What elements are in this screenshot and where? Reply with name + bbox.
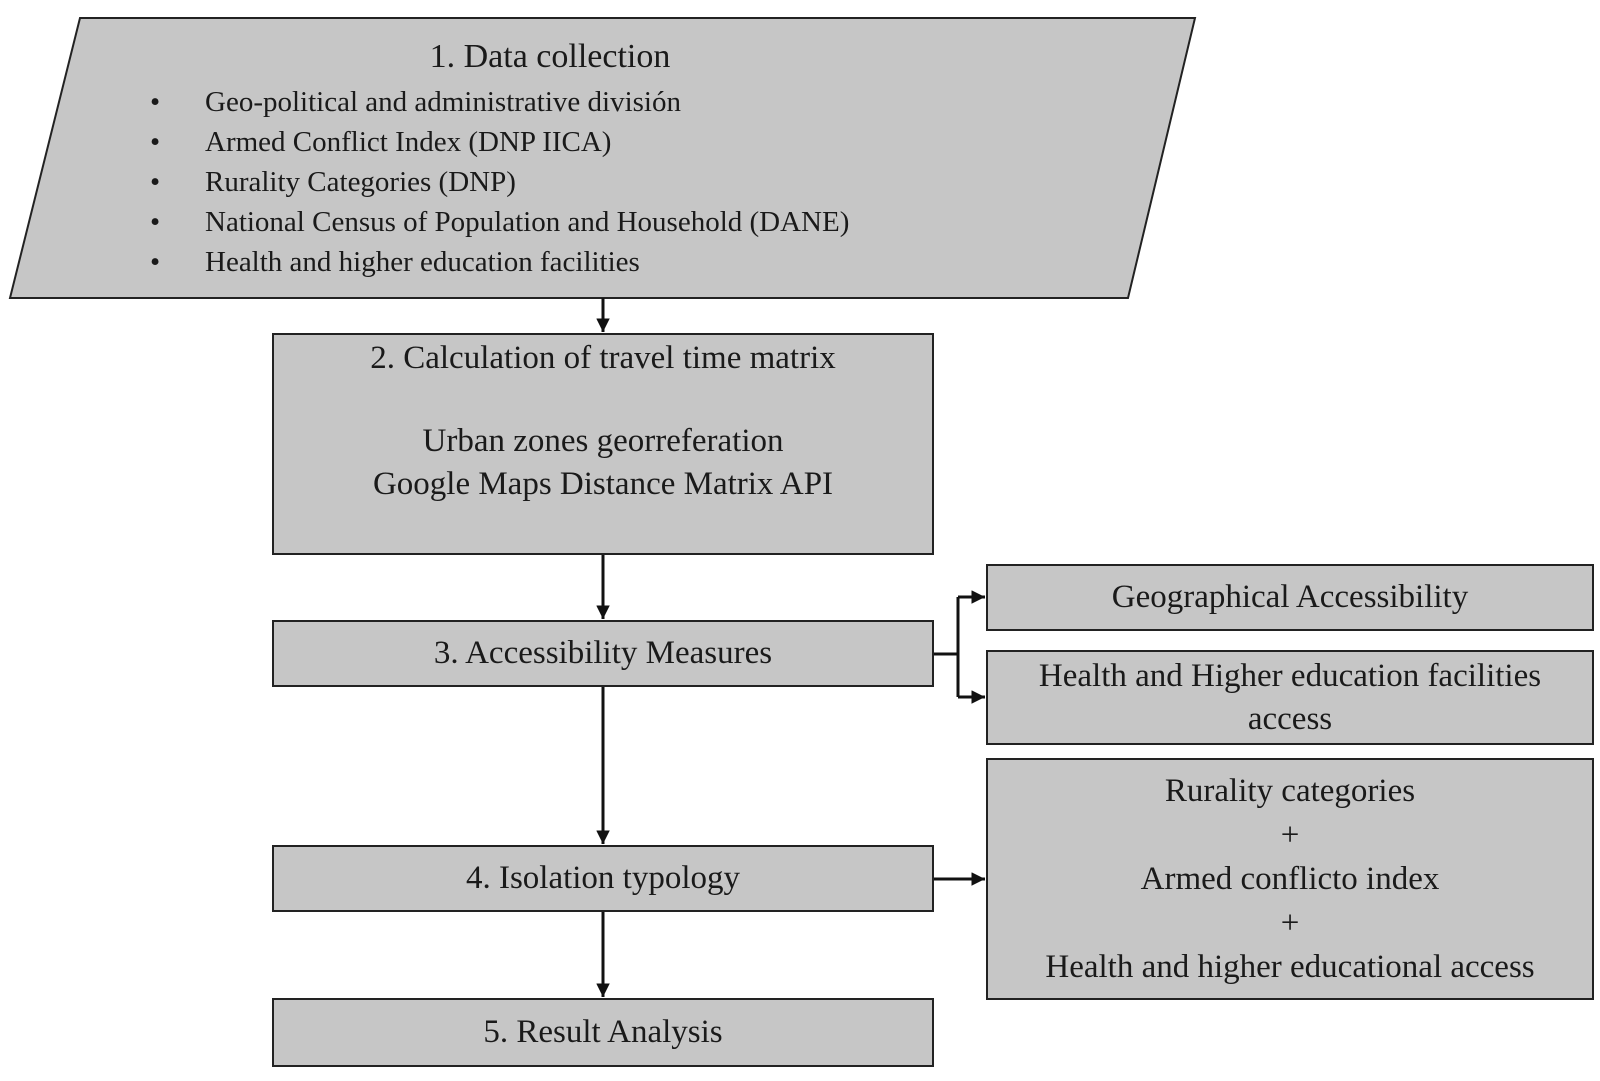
travel-time-matrix-title: 2. Calculation of travel time matrix <box>370 340 836 376</box>
plus-sign: + <box>1280 817 1300 853</box>
geographical-accessibility-label: Geographical Accessibility <box>1111 579 1469 616</box>
rurality-categories-label: Rurality categories <box>1164 773 1416 809</box>
plus-sign: + <box>1280 905 1300 941</box>
data-source-item: Armed Conflict Index (DNP IICA) <box>150 122 970 162</box>
facilities-access-label: Health and Higher education facilities a… <box>1038 657 1542 737</box>
isolation-typology-title: 4. Isolation typology <box>465 860 741 897</box>
georeferencing-label: Urban zones georreferation <box>422 422 784 459</box>
isolation-typology-node: 4. Isolation typology <box>272 845 934 912</box>
geographical-accessibility-node: Geographical Accessibility <box>986 564 1594 631</box>
branch-connector <box>934 597 960 656</box>
result-analysis-node: 5. Result Analysis <box>272 998 934 1067</box>
data-source-item: Health and higher education facilities <box>150 242 970 282</box>
educational-access-label: Health and higher educational access <box>1045 949 1535 985</box>
facilities-access-node: Health and Higher education facilities a… <box>986 650 1594 745</box>
data-collection-node: 1. Data collection Geo-political and adm… <box>150 38 970 282</box>
accessibility-measures-title: 3. Accessibility Measures <box>433 635 773 672</box>
data-source-item: Geo-political and administrative divisió… <box>150 82 970 122</box>
accessibility-measures-node: 3. Accessibility Measures <box>272 620 934 687</box>
data-collection-list: Geo-political and administrative divisió… <box>150 82 970 282</box>
travel-time-matrix-node: 2. Calculation of travel time matrix Urb… <box>272 333 934 555</box>
data-source-item: Rurality Categories (DNP) <box>150 162 970 202</box>
result-analysis-title: 5. Result Analysis <box>483 1014 723 1051</box>
data-collection-title: 1. Data collection <box>429 38 671 75</box>
distance-matrix-api-label: Google Maps Distance Matrix API <box>372 465 834 502</box>
data-source-item: National Census of Population and Househ… <box>150 202 970 242</box>
armed-conflict-index-label: Armed conflicto index <box>1140 861 1440 897</box>
typology-components-node: Rurality categories + Armed conflicto in… <box>986 758 1594 1000</box>
